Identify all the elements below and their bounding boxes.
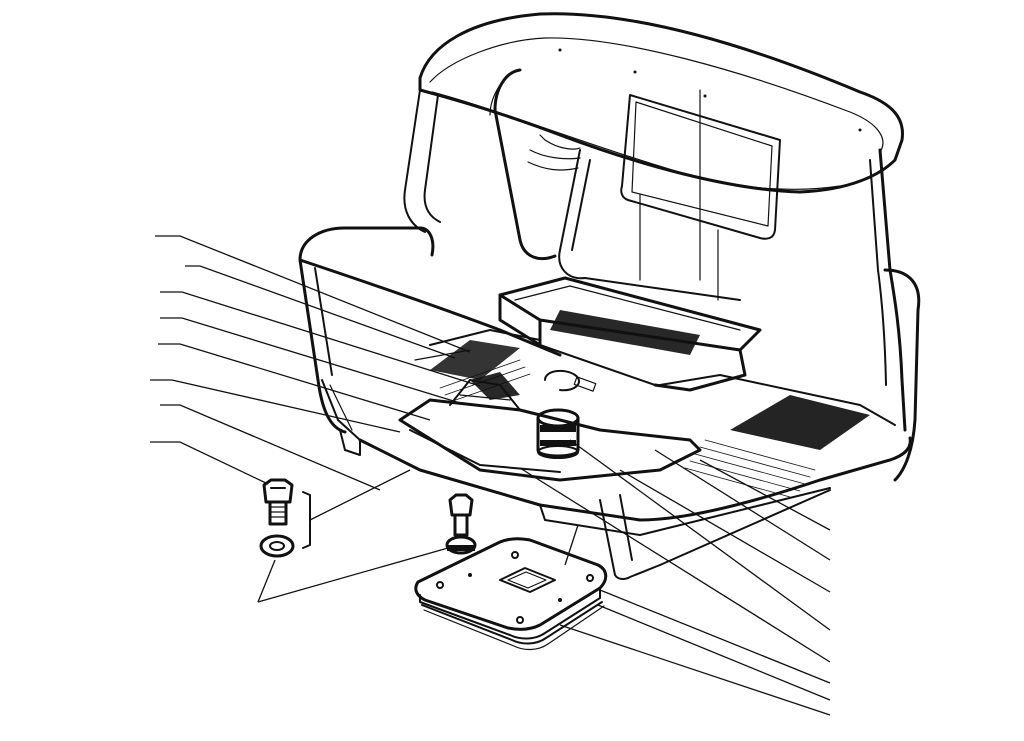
callout-left-1: [155, 235, 471, 353]
brace-leader: [309, 469, 411, 521]
washer-leader-b: [257, 547, 449, 603]
callout-right-3: [619, 469, 831, 593]
callout-left-5: [158, 343, 431, 421]
callout-left-8: [150, 441, 269, 485]
callout-left-6: [150, 379, 401, 433]
washer-leader-a: [257, 559, 276, 603]
callout-right-7: [597, 604, 831, 701]
plate-leader: [564, 524, 579, 566]
callout-right-6: [599, 589, 831, 684]
callout-right-1: [699, 459, 831, 531]
seat-box: [498, 276, 762, 392]
cab-body-shell: [298, 226, 912, 581]
right-bolt: [445, 493, 477, 555]
callout-left-4: [160, 317, 461, 404]
left-washer: [259, 534, 295, 558]
left-bolt: [262, 478, 294, 526]
left-callout-leaders: [150, 235, 481, 603]
callout-right-2: [654, 449, 831, 561]
callout-right-5: [519, 467, 831, 663]
bracket-brace: [302, 491, 311, 549]
cab-front-frame: [403, 68, 921, 482]
mount-pad-plate: [414, 537, 608, 651]
cab-roof: [418, 12, 904, 194]
callout-left-7: [160, 404, 381, 491]
cab-mount-bracket: [398, 369, 702, 482]
rubber-cushion: [536, 408, 580, 459]
right-callout-leaders: [519, 439, 831, 716]
callout-right-4: [569, 439, 831, 631]
callout-left-3: [160, 291, 481, 387]
callout-left-2: [185, 265, 456, 359]
callout-right-8: [559, 624, 831, 716]
